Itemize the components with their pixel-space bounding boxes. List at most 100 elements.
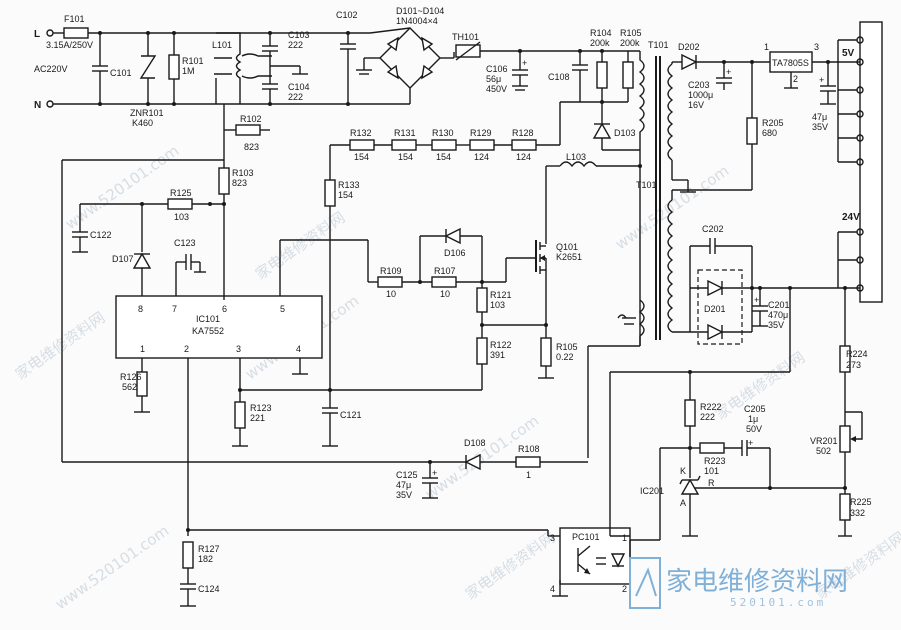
ic101-pin6: 6 bbox=[222, 304, 227, 314]
c103-ref: C103 bbox=[288, 30, 310, 40]
c122-label: C122 bbox=[90, 230, 112, 240]
mains-input: L N AC220V F101 3.15A/250V C101 ZNR101 K… bbox=[34, 14, 240, 128]
r225-ref: R225 bbox=[850, 497, 872, 507]
choke-l101: L101 bbox=[212, 32, 272, 105]
resistor-r129 bbox=[469, 139, 495, 151]
diode-d106 bbox=[444, 227, 461, 245]
ic101-pin4: 4 bbox=[296, 344, 301, 354]
regulator-pin2: 2 bbox=[793, 74, 798, 84]
c205-value: 1μ bbox=[748, 414, 758, 424]
r127-ref: R127 bbox=[198, 544, 220, 554]
ic101-pin1: 1 bbox=[140, 344, 145, 354]
resistor-r127 bbox=[182, 541, 194, 569]
q101-ref: Q101 bbox=[556, 242, 578, 252]
r222-ref: R222 bbox=[700, 402, 722, 412]
c108-label: C108 bbox=[548, 72, 570, 82]
varistor-znr101 bbox=[139, 55, 157, 79]
bridge-ref: D101~D104 bbox=[396, 6, 444, 16]
diode-d107 bbox=[132, 252, 152, 269]
resistor-chain: R132 154 R131 154 R130 154 R129 124 R128… bbox=[349, 128, 560, 162]
resistor-r104 bbox=[596, 61, 608, 89]
d106-label: D106 bbox=[444, 248, 466, 258]
c203-ref: C203 bbox=[688, 80, 710, 90]
r223-ref: R223 bbox=[704, 456, 726, 466]
resistor-r223 bbox=[699, 442, 725, 454]
logo-url: 520101.com bbox=[730, 596, 826, 609]
r132-ref: R132 bbox=[350, 128, 372, 138]
c125-polarity: + bbox=[432, 468, 437, 478]
d201-label: D201 bbox=[704, 304, 726, 314]
connector-block bbox=[859, 21, 883, 303]
d108-label: D108 bbox=[464, 438, 486, 448]
resistor-r108 bbox=[515, 456, 541, 468]
r129-ref: R129 bbox=[470, 128, 492, 138]
c205-polarity: + bbox=[748, 438, 753, 448]
c106-polarity: + bbox=[522, 58, 527, 68]
r222-value: 222 bbox=[700, 412, 715, 422]
r130-ref: R130 bbox=[432, 128, 454, 138]
resistor-r103 bbox=[218, 167, 230, 195]
diode-d201b bbox=[707, 323, 724, 341]
c123-label: C123 bbox=[174, 238, 196, 248]
resistor-r132 bbox=[349, 139, 375, 151]
r104-ref: R104 bbox=[590, 28, 612, 38]
d103-label: D103 bbox=[614, 128, 636, 138]
pc101-ref: PC101 bbox=[572, 532, 600, 542]
pc101-pin1: 1 bbox=[622, 533, 627, 543]
r122-value: 391 bbox=[490, 350, 505, 360]
resistor-r105-sense bbox=[540, 337, 552, 367]
fuse-ref: F101 bbox=[64, 14, 85, 24]
c124-label: C124 bbox=[198, 584, 220, 594]
watermark-text: 家电维修资料网 bbox=[462, 528, 558, 603]
rectifier-bridge: C102 D101~D104 1N4004×4 bbox=[336, 6, 454, 106]
r125-ref: R125 bbox=[170, 188, 192, 198]
pc101-led bbox=[610, 553, 626, 568]
ic201-ref: IC201 bbox=[640, 486, 664, 496]
y-capacitors: C103 222 C104 222 bbox=[262, 30, 410, 106]
c-out-voltage: 35V bbox=[812, 122, 828, 132]
pc101-pin4: 4 bbox=[550, 584, 555, 594]
r101-value: 1M bbox=[182, 66, 195, 76]
resistor-r121 bbox=[476, 287, 488, 313]
r105-ref: R105 bbox=[620, 28, 642, 38]
c201-voltage: 35V bbox=[768, 320, 784, 330]
optocoupler-pc101: PC101 3 4 1 2 bbox=[548, 372, 631, 597]
c201-ref: C201 bbox=[768, 300, 790, 310]
diode-d103 bbox=[592, 122, 612, 139]
r102-value: 823 bbox=[244, 142, 259, 152]
r125-value: 103 bbox=[174, 212, 189, 222]
t101-label: T101 bbox=[648, 40, 669, 50]
watermark-text: www.520101.com bbox=[52, 522, 172, 614]
startup-network: R102 823 R103 823 R133 154 R132 154 R131 bbox=[218, 101, 580, 390]
resistor-r205 bbox=[746, 117, 758, 145]
r123-ref: R123 bbox=[250, 403, 272, 413]
ic101-part: KA7552 bbox=[192, 326, 224, 336]
output-connector: 5V 24V bbox=[837, 21, 883, 303]
ic201-pin-r: R bbox=[708, 478, 715, 488]
c205-ref: C205 bbox=[744, 404, 766, 414]
c-out-value: 47μ bbox=[812, 112, 827, 122]
r128-value: 124 bbox=[516, 152, 531, 162]
r205-value: 680 bbox=[762, 128, 777, 138]
c106-value: 56μ bbox=[486, 74, 501, 84]
c103-value: 222 bbox=[288, 40, 303, 50]
transformer-t101: T101 T101 bbox=[636, 40, 696, 346]
r109-ref: R109 bbox=[380, 266, 402, 276]
c106-ref: C106 bbox=[486, 64, 508, 74]
twentyfour-volt-rail: D201 C202 + C201 470μ 35V R224 273 VR201… bbox=[671, 189, 872, 537]
c125-ref: C125 bbox=[396, 470, 418, 480]
r105-sense-ref: R105 bbox=[556, 342, 578, 352]
resistor-r225 bbox=[839, 493, 851, 521]
r107-value: 10 bbox=[440, 289, 450, 299]
snubber-network: C108 R104 200k R105 200k D103 bbox=[548, 28, 642, 151]
resistor-r101 bbox=[168, 54, 180, 80]
pc101-pin3: 3 bbox=[550, 533, 555, 543]
terminal-l: L bbox=[34, 29, 40, 40]
r133-value: 154 bbox=[338, 190, 353, 200]
r133-ref: R133 bbox=[338, 180, 360, 190]
vr201-ref: VR201 bbox=[810, 436, 838, 446]
r126-ref: R126 bbox=[120, 372, 142, 382]
r130-value: 154 bbox=[436, 152, 451, 162]
